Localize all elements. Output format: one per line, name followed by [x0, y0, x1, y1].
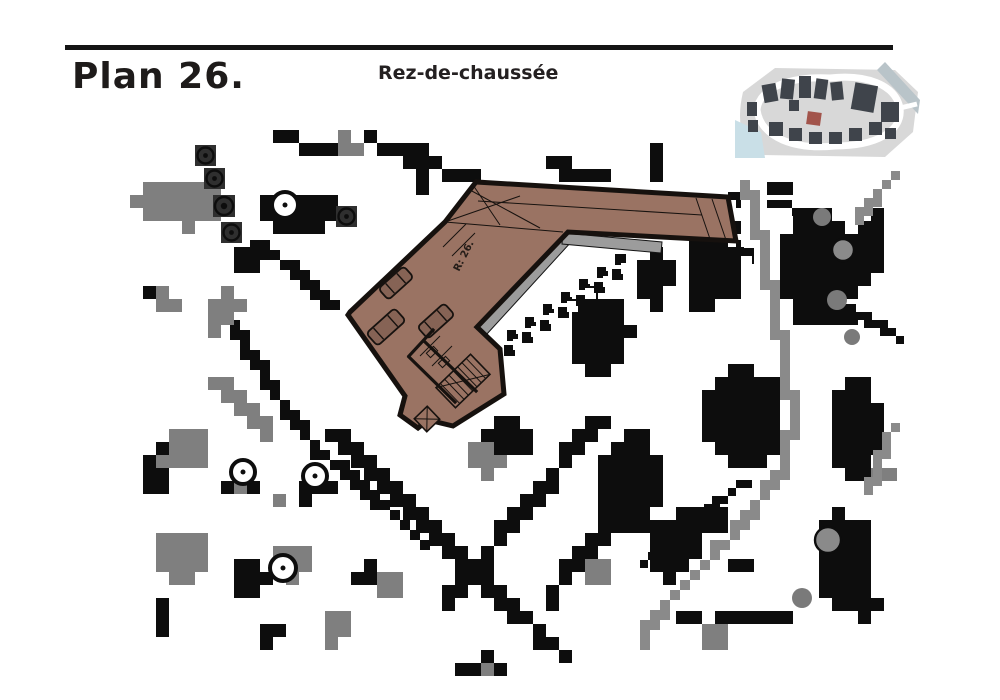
car-symbol: [379, 266, 413, 300]
entry-grate: [413, 405, 441, 433]
gray-trees: [792, 208, 860, 608]
inset-road-spur: [899, 101, 918, 111]
terrain-buildings-layer: [143, 130, 904, 676]
staircase: [434, 353, 492, 409]
inset-buildings: [747, 76, 899, 144]
header-rule: [65, 45, 893, 50]
building-footprint: [344, 179, 740, 432]
vegetation-layer: [130, 130, 897, 676]
tree-rings-gray: [813, 237, 856, 555]
roof-lines: [442, 184, 727, 257]
tree-symbols: [195, 145, 860, 608]
garage-cars: [366, 266, 454, 346]
main-building: R: 26.: [344, 179, 740, 433]
footpath-layer: [640, 171, 900, 650]
plan-subtitle: Rez-de-chaussée: [378, 62, 559, 84]
overview-inset-map: [735, 62, 920, 158]
inset-highlighted-building: [806, 111, 822, 126]
car-symbol: [418, 303, 454, 339]
page-title: Plan 26.: [72, 56, 245, 97]
inset-water: [735, 120, 765, 158]
tree-rings-dark: [196, 146, 356, 242]
interior-walls: [406, 327, 479, 405]
tree-ring-dots: [240, 202, 318, 571]
car-symbol: [366, 308, 406, 346]
inset-road-right: [877, 62, 920, 114]
tree-dots: [203, 153, 349, 235]
retaining-wall-hatch: [498, 254, 632, 356]
